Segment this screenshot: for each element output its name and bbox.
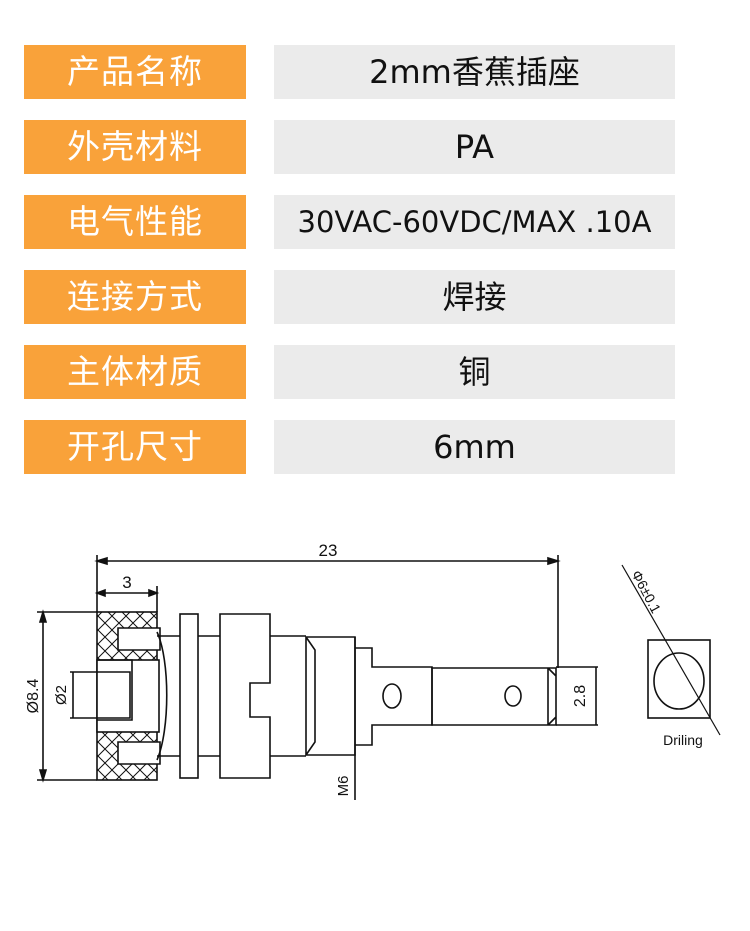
tab-width-label: 2.8 xyxy=(572,685,589,707)
tab-width-dimension: 2.8 xyxy=(556,666,598,726)
knob-diameter-label: Ø8.4 xyxy=(25,679,42,714)
knob-width-label: 3 xyxy=(122,573,131,592)
spec-row: 产品名称 2mm香蕉插座 xyxy=(0,45,750,99)
thread-dimension: M6 xyxy=(335,637,356,800)
spec-value: 铜 xyxy=(274,345,675,399)
knob-section xyxy=(96,611,168,781)
spec-label: 电气性能 xyxy=(24,195,246,249)
thread-label: M6 xyxy=(335,776,352,797)
length-label: 23 xyxy=(319,541,338,560)
spec-value: 30VAC-60VDC/MAX .10A xyxy=(274,195,675,249)
spec-row: 连接方式 焊接 xyxy=(0,270,750,324)
spec-value: 焊接 xyxy=(274,270,675,324)
hole-diameter-label: Ø2 xyxy=(53,685,70,705)
spec-value: 6mm xyxy=(274,420,675,474)
knob-width-dimension: 3 xyxy=(94,573,160,612)
spec-label: 产品名称 xyxy=(24,45,246,99)
socket-body xyxy=(157,613,557,779)
drilling-diagram: Φ6±0.1 Driling xyxy=(621,564,721,748)
spec-value: 2mm香蕉插座 xyxy=(274,45,675,99)
spec-label: 连接方式 xyxy=(24,270,246,324)
length-dimension: 23 xyxy=(94,541,561,668)
spec-label: 外壳材料 xyxy=(24,120,246,174)
spec-row: 开孔尺寸 6mm xyxy=(0,420,750,474)
drill-label: Driling xyxy=(663,732,703,748)
spec-label: 主体材质 xyxy=(24,345,246,399)
spec-row: 外壳材料 PA xyxy=(0,120,750,174)
spec-value: PA xyxy=(274,120,675,174)
hole-diameter-dimension: Ø2 xyxy=(53,671,131,719)
knob-diameter-dimension: Ø8.4 xyxy=(25,609,97,783)
spec-row: 电气性能 30VAC-60VDC/MAX .10A xyxy=(0,195,750,249)
drill-diameter-label: Φ6±0.1 xyxy=(629,568,665,616)
spec-label: 开孔尺寸 xyxy=(24,420,246,474)
spec-row: 主体材质 铜 xyxy=(0,345,750,399)
technical-drawing: 23 3 Ø8.4 Ø2 xyxy=(25,541,721,800)
